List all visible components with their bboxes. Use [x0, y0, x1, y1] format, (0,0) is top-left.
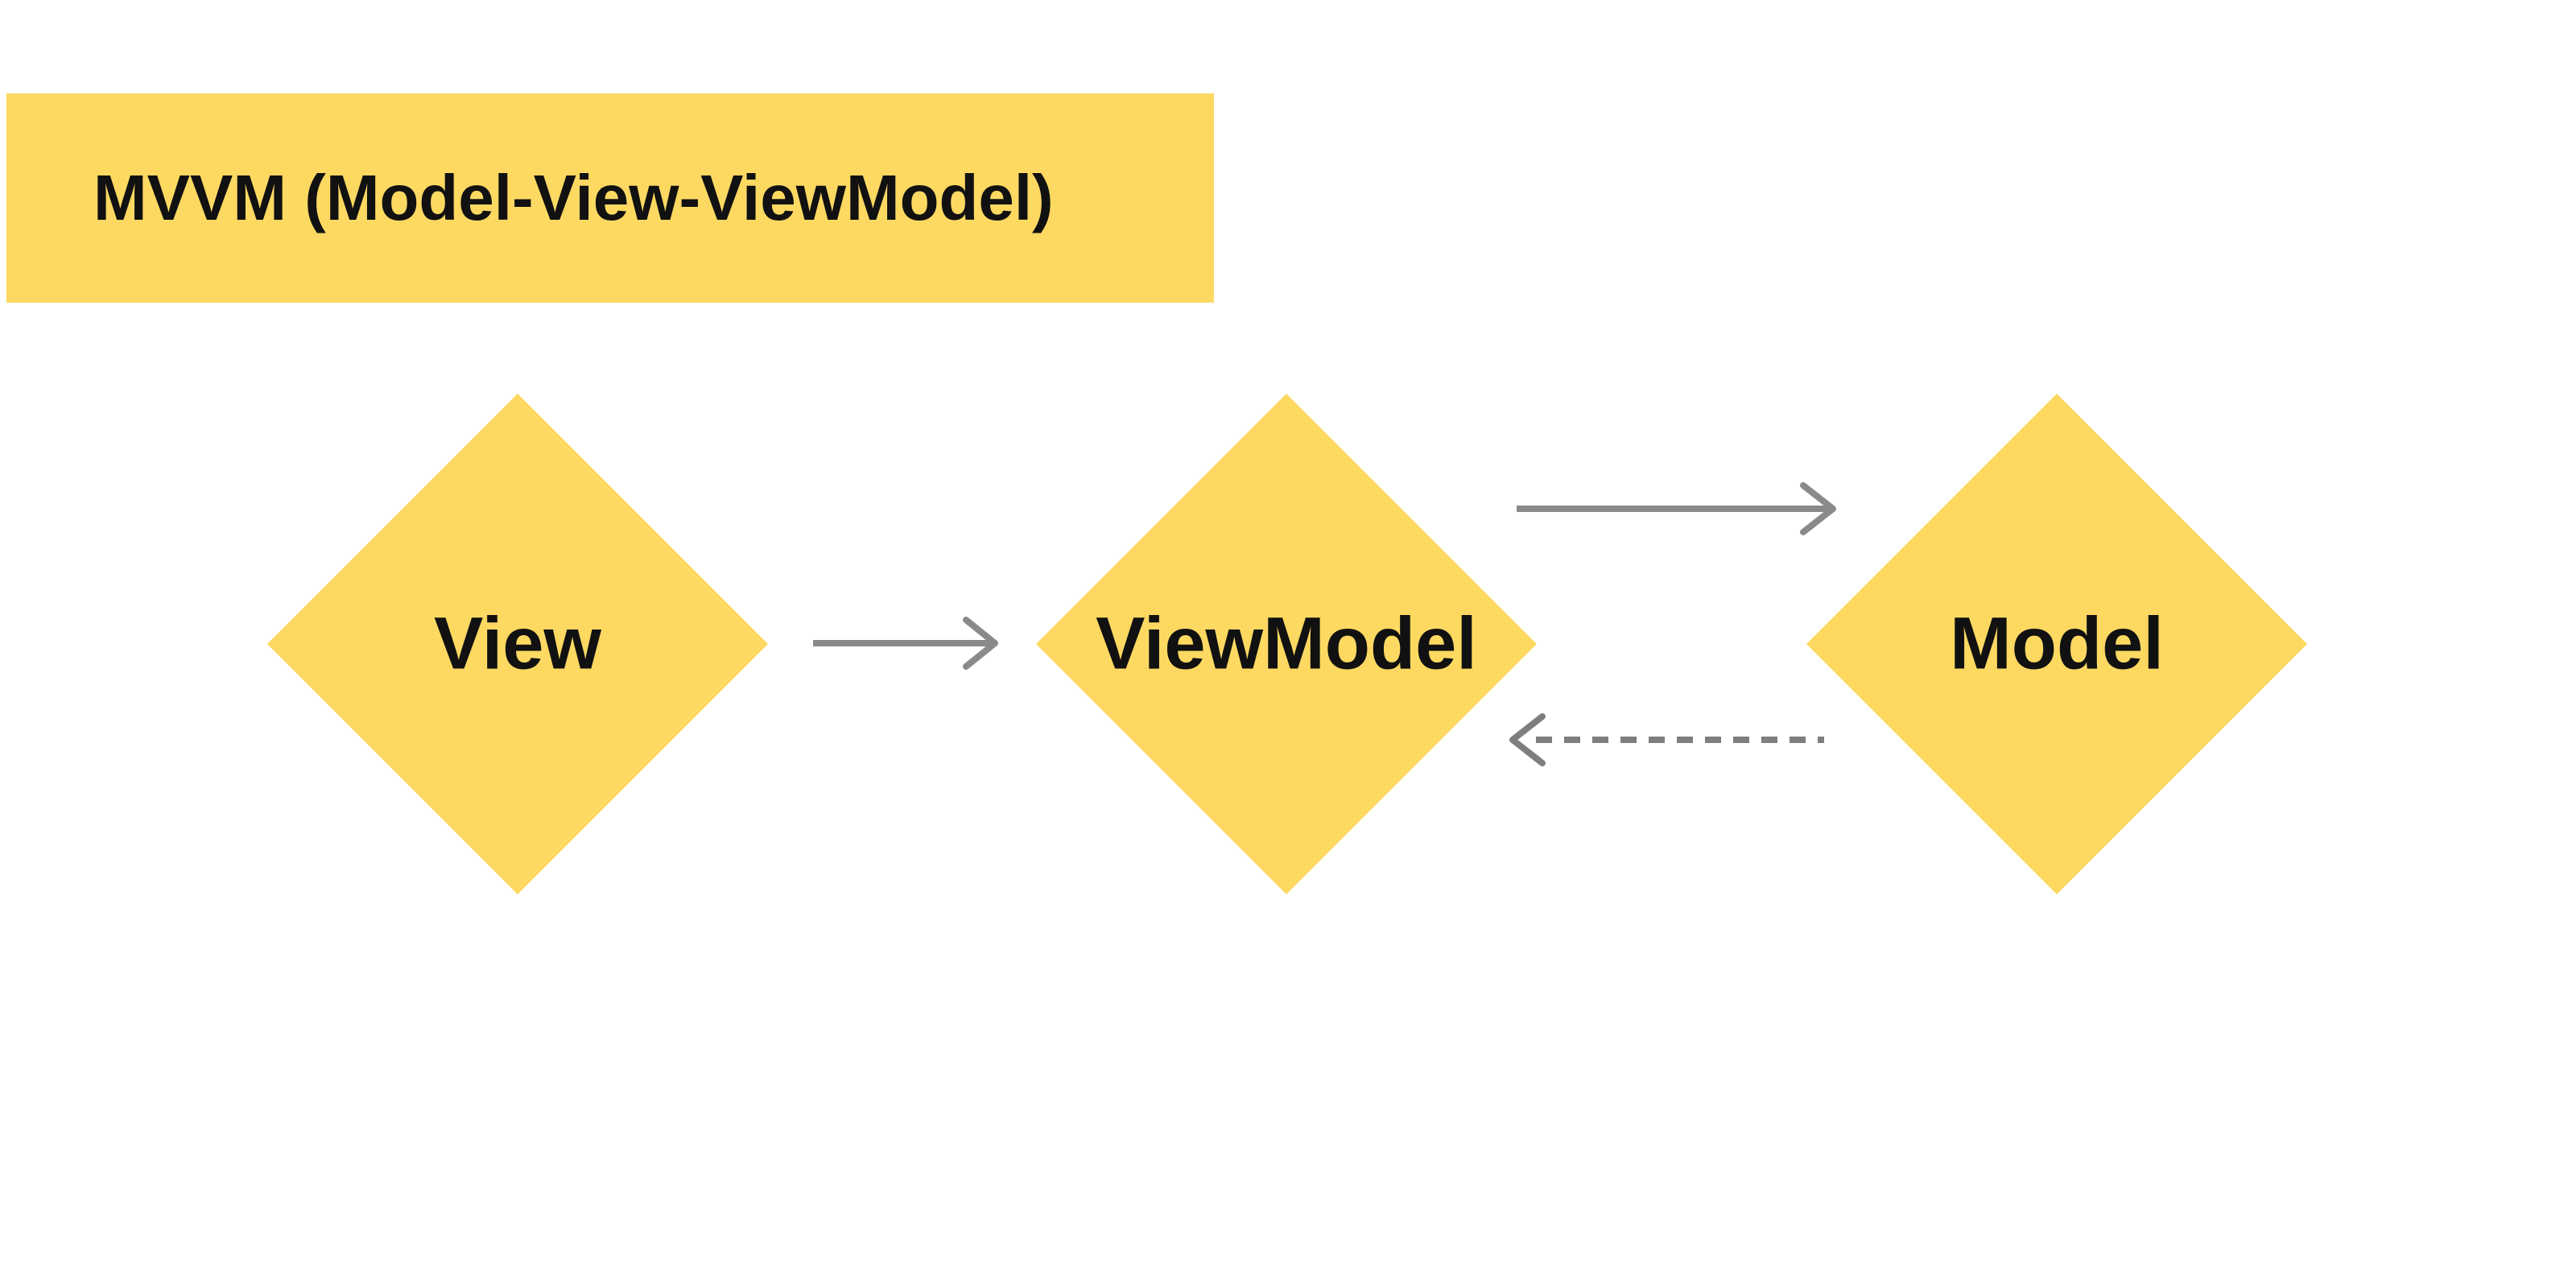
- arrow-model-to-viewmodel-dashed[interactable]: [1509, 713, 1824, 766]
- arrow-view-to-viewmodel-head-icon: [963, 617, 998, 670]
- arrow-model-to-viewmodel-head-icon: [1509, 713, 1546, 766]
- arrow-view-to-viewmodel[interactable]: [813, 617, 998, 670]
- model-node-shape[interactable]: [1806, 394, 2307, 894]
- page-title: MVVM (Model-View-ViewModel): [93, 162, 1054, 233]
- arrow-viewmodel-to-model-head-icon: [1800, 482, 1836, 535]
- title-banner[interactable]: MVVM (Model-View-ViewModel): [6, 93, 1214, 303]
- arrow-viewmodel-to-model[interactable]: [1517, 482, 1836, 535]
- view-node-shape[interactable]: [267, 394, 768, 894]
- viewmodel-node-shape[interactable]: [1036, 394, 1537, 894]
